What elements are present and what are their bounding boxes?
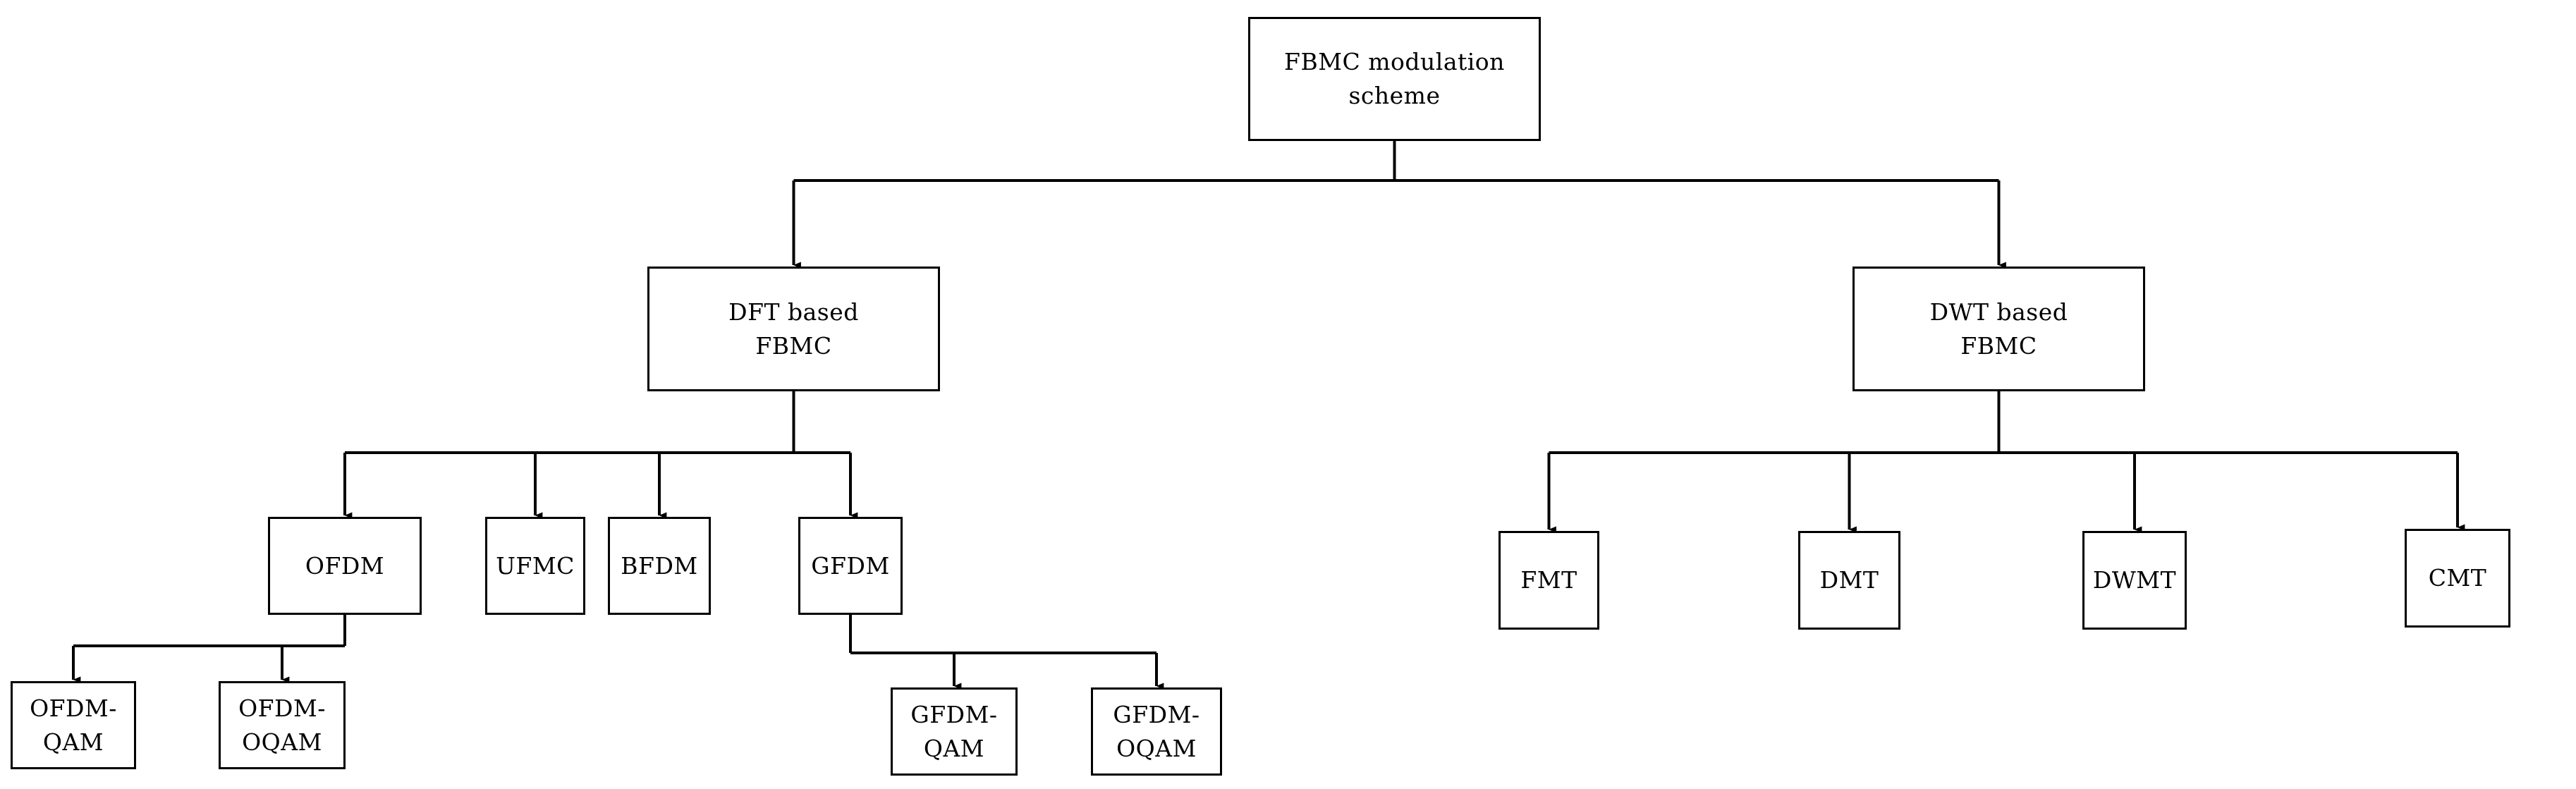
node-cmt[interactable]: CMT <box>2405 529 2510 628</box>
node-dft[interactable]: DFT based FBMC <box>647 267 940 391</box>
node-label-dwmt: DWMT <box>2092 566 2177 594</box>
node-gfdm-qam[interactable]: GFDM-QAM <box>891 687 1018 776</box>
node-label-gfdm: GFDM <box>811 551 890 580</box>
node-ofdm[interactable]: OFDM <box>268 517 422 615</box>
node-label-dft: DFT based FBMC <box>728 298 859 360</box>
node-ofdm-qam[interactable]: OFDM-QAM <box>11 681 136 769</box>
node-ofdm-oqam[interactable]: OFDM-OQAM <box>219 681 346 769</box>
node-label-gfdm-oqam: GFDM-OQAM <box>1113 700 1200 762</box>
node-label-dwt: DWT based FBMC <box>1929 298 2068 360</box>
node-label-cmt: CMT <box>2428 564 2487 592</box>
node-label-bfdm: BFDM <box>621 551 698 580</box>
node-label-ofdm-qam: OFDM-QAM <box>30 694 117 756</box>
node-label-root: FBMC modulation scheme <box>1284 48 1505 109</box>
node-label-dmt: DMT <box>1819 566 1879 594</box>
node-label-ofdm: OFDM <box>305 551 385 580</box>
node-label-gfdm-qam: GFDM-QAM <box>910 700 998 762</box>
node-bfdm[interactable]: BFDM <box>608 517 711 615</box>
node-label-ufmc: UFMC <box>496 551 575 580</box>
node-fmt[interactable]: FMT <box>1498 531 1599 630</box>
node-gfdm-oqam[interactable]: GFDM-OQAM <box>1091 687 1222 776</box>
node-ufmc[interactable]: UFMC <box>485 517 585 615</box>
node-dmt[interactable]: DMT <box>1798 531 1900 630</box>
node-dwmt[interactable]: DWMT <box>2082 531 2187 630</box>
node-dwt[interactable]: DWT based FBMC <box>1852 267 2145 391</box>
node-gfdm[interactable]: GFDM <box>798 517 903 615</box>
node-root[interactable]: FBMC modulation scheme <box>1248 17 1541 141</box>
node-label-fmt: FMT <box>1520 566 1577 594</box>
node-label-ofdm-oqam: OFDM-OQAM <box>238 694 326 756</box>
